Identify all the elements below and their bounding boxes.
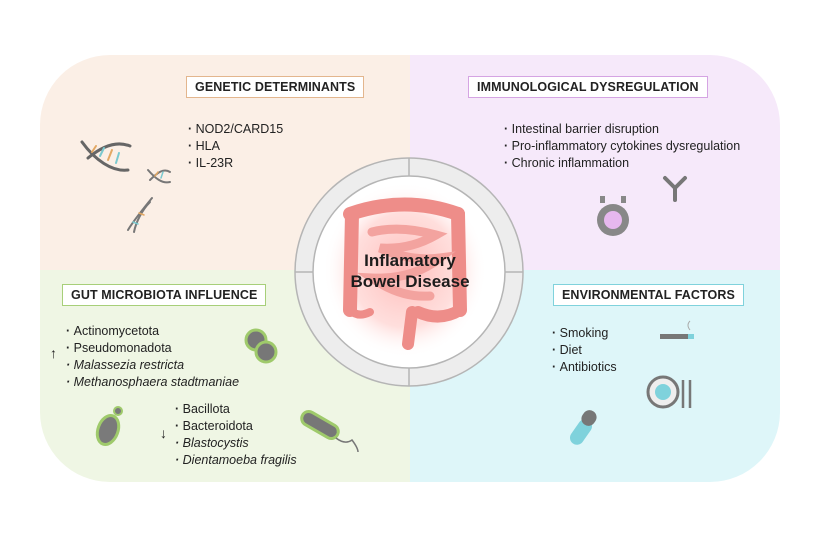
immunological-title: IMMUNOLOGICAL DYSREGULATION (468, 76, 708, 98)
list-item: Actinomycetota (66, 323, 239, 340)
genetic-list: NOD2/CARD15 HLA IL-23R (188, 121, 284, 172)
genetic-title: GENETIC DETERMINANTS (186, 76, 365, 98)
bacteria-icon (95, 328, 359, 453)
list-item: Diet (552, 342, 617, 359)
antibody-icon (663, 176, 687, 202)
gut-title: GUT MICROBIOTA INFLUENCE (62, 284, 267, 306)
center-title-line: Bowel Disease (350, 272, 470, 291)
list-item: NOD2/CARD15 (188, 121, 284, 138)
list-item: Bacteroidota (175, 418, 297, 435)
increased-microbiota-list: Actinomycetota Pseudomonadota Malassezia… (66, 323, 239, 391)
list-item: HLA (188, 138, 283, 155)
list-item: Antibiotics (552, 359, 617, 376)
environmental-list: Smoking Diet Antibiotics (552, 325, 617, 376)
list-item: Intestinal barrier disruption (504, 121, 740, 138)
intestine-icon (323, 182, 487, 358)
center-title-line: Inflamatory (364, 251, 456, 270)
list-item: Chronic inflammation (504, 155, 740, 172)
list-item: Malassezia restricta (66, 357, 239, 374)
immune-cell-icon (597, 196, 629, 236)
immunological-list: Intestinal barrier disruption Pro-inflam… (504, 121, 741, 172)
dna-icon (80, 140, 171, 233)
decreased-microbiota-list: Bacillota Bacteroidota Blastocystis Dien… (175, 401, 297, 469)
increase-arrow-icon: ↑ (50, 345, 57, 361)
cigarette-icon (660, 320, 694, 339)
list-item: Methanosphaera stadtmaniae (66, 374, 239, 391)
list-item: Pro-inflammatory cytokines dysregulation (504, 138, 741, 155)
list-item: Dientamoeba fragilis (175, 452, 297, 469)
decrease-arrow-icon: ↓ (160, 425, 167, 441)
list-item: Smoking (552, 325, 617, 342)
pill-icon (569, 410, 597, 445)
list-item: Blastocystis (175, 435, 297, 452)
plate-icon (646, 375, 692, 409)
list-item: Pseudomonadota (66, 340, 239, 357)
list-item: Bacillota (175, 401, 297, 418)
list-item: IL-23R (188, 155, 283, 172)
environmental-title: ENVIRONMENTAL FACTORS (553, 284, 744, 306)
center-title: Inflamatory Bowel Disease (326, 250, 494, 292)
